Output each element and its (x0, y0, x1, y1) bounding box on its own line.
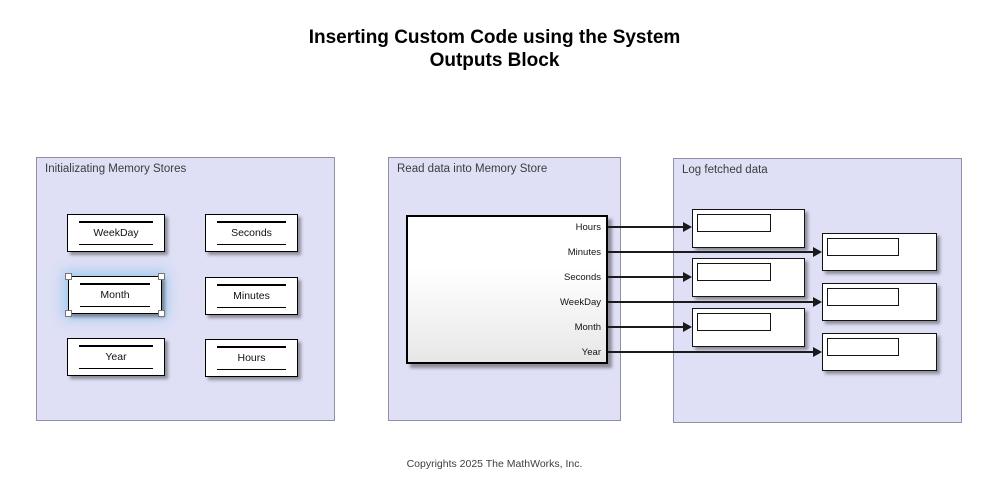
selection-handle[interactable] (65, 273, 72, 280)
data-store-label: Seconds (231, 227, 272, 239)
arrowhead (683, 222, 692, 232)
display-block[interactable] (822, 333, 937, 371)
area-log-label: Log fetched data (682, 164, 768, 176)
display-block[interactable] (822, 283, 937, 321)
signal-line-month[interactable] (608, 326, 684, 328)
output-port-year[interactable]: Year (581, 347, 601, 358)
signal-line-weekday[interactable] (608, 301, 814, 303)
copyright-text: Copyrights 2025 The MathWorks, Inc. (406, 458, 583, 470)
arrowhead (813, 247, 822, 257)
selection-handle[interactable] (158, 310, 165, 317)
data-store-block-weekday[interactable]: WeekDay (67, 214, 165, 252)
display-value (697, 214, 771, 232)
data-store-block-year[interactable]: Year (67, 338, 165, 376)
data-store-block-minutes[interactable]: Minutes (205, 277, 298, 315)
display-value (827, 288, 899, 306)
arrowhead (683, 322, 692, 332)
arrowhead (683, 272, 692, 282)
display-value (697, 313, 771, 331)
output-port-seconds[interactable]: Seconds (564, 272, 601, 283)
display-block[interactable] (692, 308, 805, 347)
model-title-line2: Outputs Block (429, 50, 560, 71)
display-value (827, 338, 899, 356)
data-store-label: Hours (237, 352, 266, 364)
selection-handle[interactable] (65, 310, 72, 317)
signal-line-year[interactable] (608, 351, 814, 353)
output-port-minutes[interactable]: Minutes (567, 247, 601, 258)
output-port-month[interactable]: Month (574, 322, 601, 333)
data-store-label: Month (100, 289, 130, 301)
output-port-hours[interactable]: Hours (575, 222, 601, 233)
signal-line-minutes[interactable] (608, 251, 814, 253)
subsystem-block[interactable]: Hours Minutes Seconds WeekDay Month Year (406, 215, 608, 364)
model-title: Inserting Custom Code using the System O… (0, 26, 989, 72)
area-init-label: Initializating Memory Stores (45, 163, 187, 175)
display-value (827, 238, 899, 256)
area-read-label: Read data into Memory Store (397, 163, 548, 175)
signal-line-hours[interactable] (608, 226, 684, 228)
data-store-label: Year (105, 351, 127, 363)
data-store-block-hours[interactable]: Hours (205, 339, 298, 377)
data-store-label: Minutes (233, 290, 270, 302)
arrowhead (813, 347, 822, 357)
display-block[interactable] (822, 233, 937, 271)
data-store-block-month-selected[interactable]: Month (65, 273, 165, 317)
data-store-block-seconds[interactable]: Seconds (205, 214, 298, 252)
signal-line-seconds[interactable] (608, 276, 684, 278)
model-title-line1: Inserting Custom Code using the System (308, 27, 681, 48)
selection-handle[interactable] (158, 273, 165, 280)
display-value (697, 263, 771, 281)
data-store-label: WeekDay (93, 227, 139, 239)
arrowhead (813, 297, 822, 307)
output-port-weekday[interactable]: WeekDay (559, 297, 601, 308)
display-block[interactable] (692, 258, 805, 297)
display-block[interactable] (692, 209, 805, 248)
